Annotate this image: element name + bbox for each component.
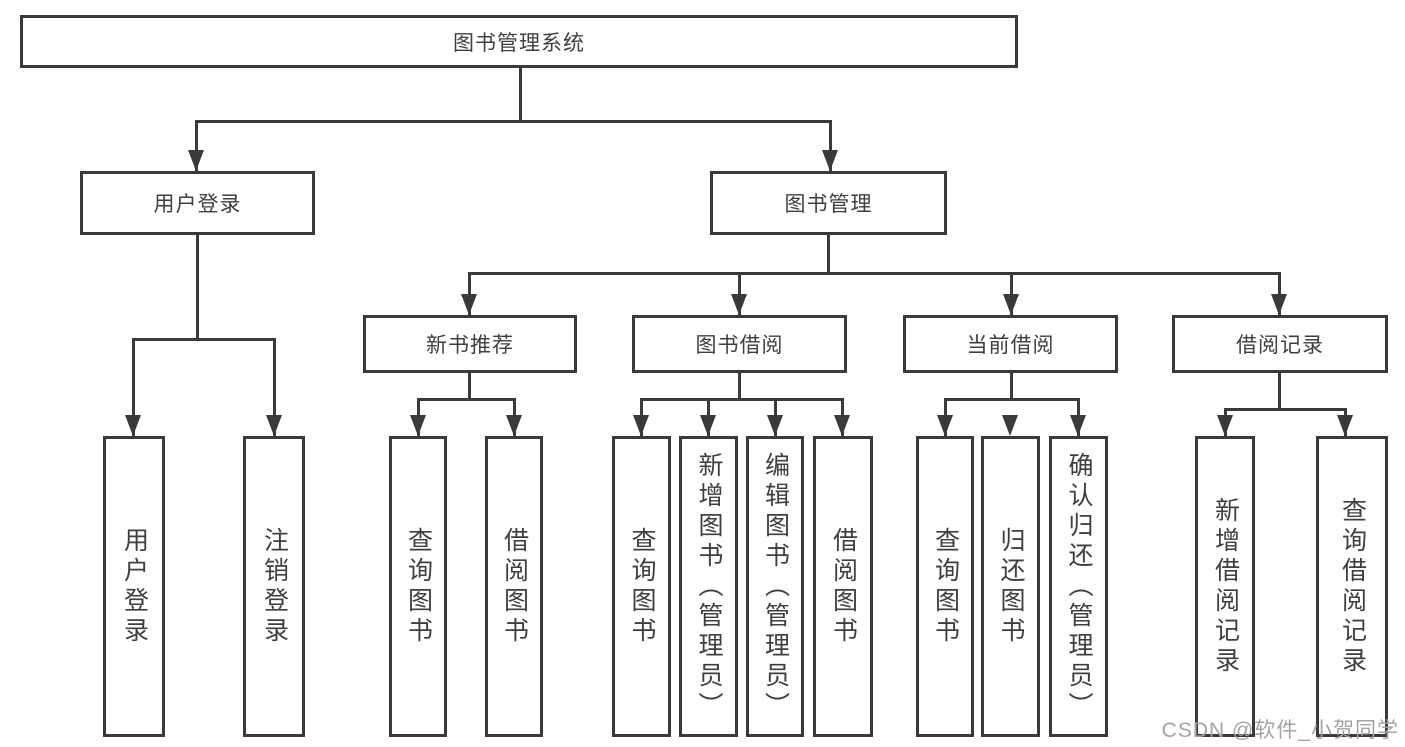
- leaf-borrow-books-recommend: 借阅图书: [485, 436, 543, 737]
- node-root-library-system: 图书管理系统: [20, 15, 1018, 68]
- arrow-down-icon: [1002, 415, 1018, 436]
- connector-line: [640, 398, 843, 401]
- leaf-user-login: 用户登录: [103, 436, 165, 737]
- connector-line: [1010, 272, 1013, 315]
- node-user-login: 用户登录: [80, 171, 315, 235]
- connector-line: [827, 235, 830, 273]
- connector-line: [944, 398, 1079, 401]
- connector-line: [829, 120, 832, 171]
- arrow-down-icon: [1003, 294, 1019, 315]
- connector-line: [273, 338, 276, 436]
- arrow-down-icon: [700, 415, 716, 436]
- leaf-query-books-borrow: 查询图书: [612, 436, 671, 737]
- connector-line: [195, 120, 198, 171]
- arrow-down-icon: [125, 415, 141, 436]
- node-current-borrowing: 当前借阅: [903, 315, 1118, 373]
- leaf-add-books-admin: 新增图书（管理员）: [679, 436, 738, 737]
- leaf-edit-books-admin: 编辑图书（管理员）: [746, 436, 804, 737]
- leaf-add-borrow-record: 新增借阅记录: [1195, 436, 1255, 737]
- connector-line: [519, 68, 522, 120]
- connector-line: [738, 272, 741, 315]
- arrow-down-icon: [506, 415, 522, 436]
- connector-line: [132, 338, 135, 436]
- arrow-down-icon: [822, 150, 838, 171]
- arrow-down-icon: [410, 415, 426, 436]
- csdn-watermark: CSDN @软件_小贺同学: [1161, 719, 1399, 742]
- connector-line: [1010, 373, 1013, 398]
- connector-line: [468, 272, 1281, 275]
- arrow-down-icon: [1217, 415, 1233, 436]
- arrow-down-icon: [633, 415, 649, 436]
- connector-line: [468, 272, 471, 315]
- arrow-down-icon: [1271, 294, 1287, 315]
- arrow-down-icon: [767, 415, 783, 436]
- arrow-down-icon: [266, 415, 282, 436]
- leaf-query-books-current: 查询图书: [916, 436, 974, 737]
- arrow-down-icon: [461, 294, 477, 315]
- connector-line: [738, 373, 741, 398]
- node-borrow-records: 借阅记录: [1172, 315, 1388, 373]
- arrow-down-icon: [188, 150, 204, 171]
- leaf-confirm-return-admin: 确认归还（管理员）: [1049, 436, 1108, 737]
- connector-line: [195, 120, 832, 123]
- leaf-borrow-books: 借阅图书: [813, 436, 873, 737]
- connector-line: [1278, 272, 1281, 315]
- arrow-down-icon: [937, 415, 953, 436]
- leaf-return-books: 归还图书: [981, 436, 1040, 737]
- connector-line: [468, 373, 471, 398]
- leaf-query-borrow-record: 查询借阅记录: [1316, 436, 1388, 737]
- node-book-management: 图书管理: [710, 171, 947, 235]
- arrow-down-icon: [731, 294, 747, 315]
- connector-line: [417, 398, 516, 401]
- leaf-logout: 注销登录: [243, 436, 305, 737]
- connector-line: [132, 338, 276, 341]
- arrow-down-icon: [834, 415, 850, 436]
- connector-line: [1278, 373, 1281, 408]
- arrow-down-icon: [1070, 415, 1086, 436]
- leaf-query-books-recommend: 查询图书: [389, 436, 447, 737]
- node-new-book-recommend: 新书推荐: [363, 315, 577, 373]
- arrow-down-icon: [1337, 415, 1353, 436]
- connector-line: [1224, 408, 1346, 411]
- connector-line: [196, 235, 199, 338]
- node-book-borrowing: 图书借阅: [632, 315, 847, 373]
